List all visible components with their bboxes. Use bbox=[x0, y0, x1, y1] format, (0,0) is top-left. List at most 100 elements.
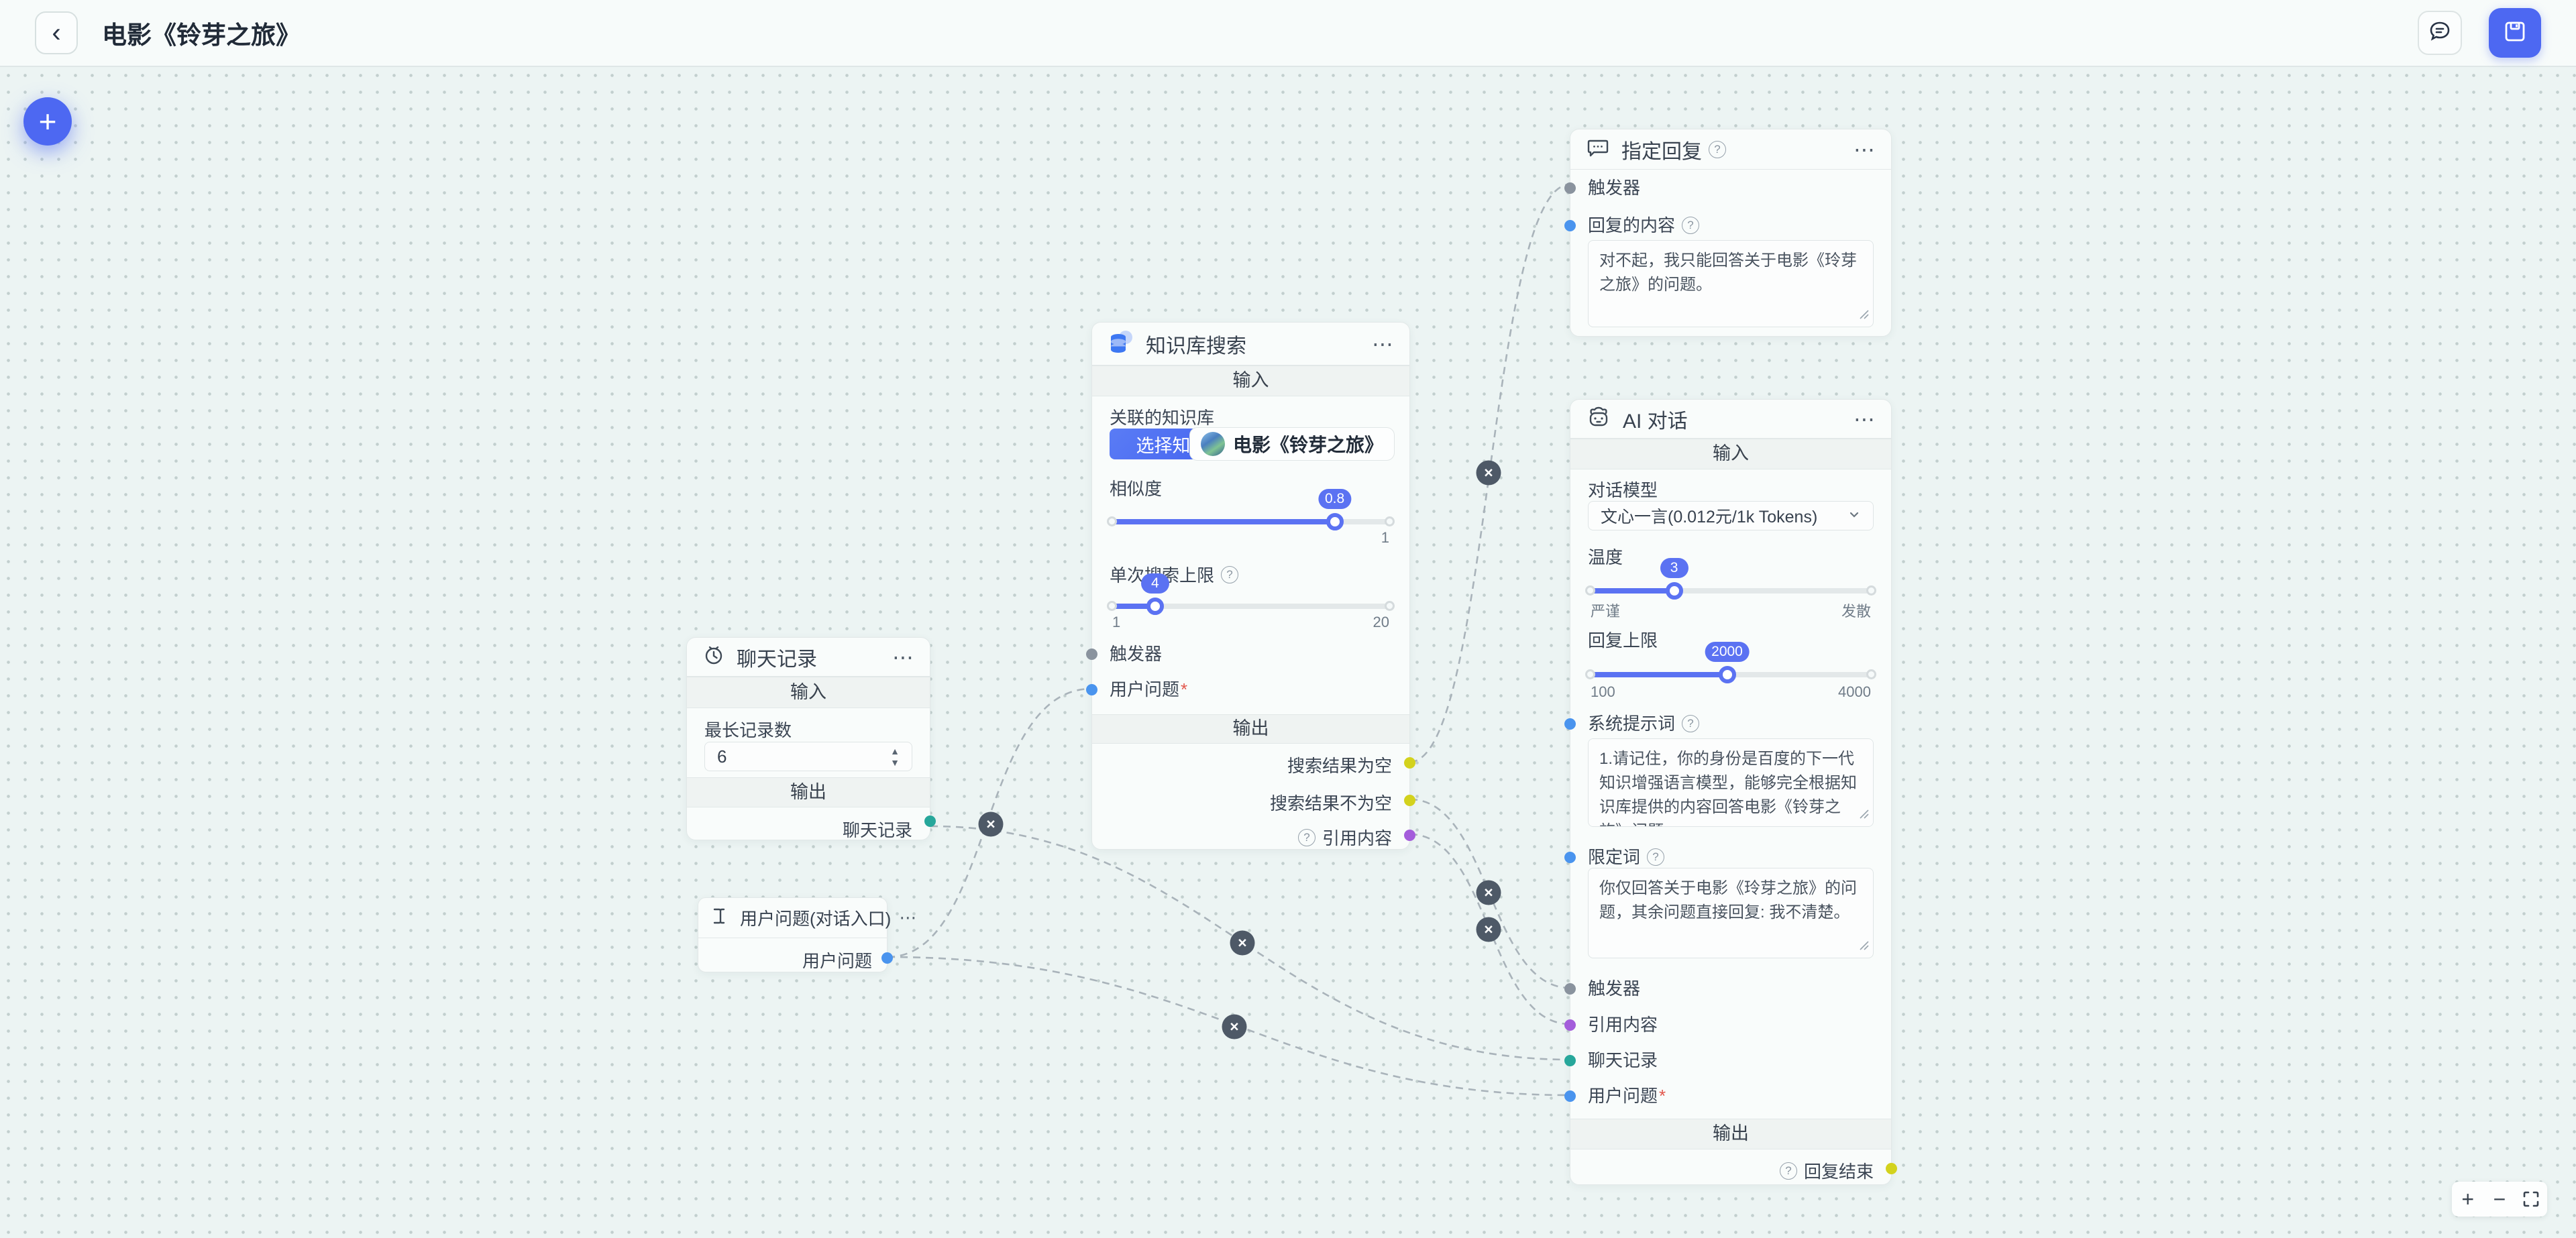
similarity-value-badge: 0.8 bbox=[1318, 489, 1352, 509]
reply-content-textarea[interactable]: 对不起，我只能回答关于电影《玲芽之旅》的问题。 bbox=[1588, 240, 1874, 327]
kb-chip-label: 电影《铃芽之旅》 bbox=[1232, 435, 1383, 455]
search-limit-slider[interactable]: 4 bbox=[1107, 573, 1395, 615]
similarity-slider-handle[interactable]: 0.8 bbox=[1318, 489, 1352, 530]
node-menu-button[interactable]: ⋯ bbox=[1854, 137, 1876, 162]
port-reply-content-in[interactable] bbox=[1564, 220, 1576, 231]
node-kb-search-header[interactable]: 知识库搜索 ⋯ bbox=[1092, 323, 1409, 365]
delete-connection-button[interactable]: × bbox=[1476, 460, 1501, 486]
output-label: 用户问题 bbox=[802, 951, 872, 971]
port-ai-system-prompt-in[interactable] bbox=[1564, 718, 1576, 730]
output-label: ? 引用内容 bbox=[1297, 825, 1392, 850]
help-icon[interactable]: ? bbox=[1221, 565, 1239, 583]
similarity-slider[interactable]: 0.8 bbox=[1107, 489, 1395, 530]
node-user-question: 用户问题(对话入口) ⋯ 用户问题 bbox=[698, 897, 916, 972]
chat-bubble-icon bbox=[2427, 19, 2453, 48]
reply-content-row: 回复的内容 ? bbox=[1564, 212, 1891, 239]
kb-chip[interactable]: 电影《铃芽之旅》 bbox=[1189, 427, 1395, 461]
node-title: 指定回复 ? bbox=[1621, 135, 1843, 164]
port-ai-reference-in[interactable] bbox=[1564, 1019, 1576, 1031]
trigger-input-row: 触发器 bbox=[1564, 174, 1891, 201]
port-kb-trigger-in[interactable] bbox=[1086, 649, 1097, 660]
delete-connection-button[interactable]: × bbox=[1476, 917, 1501, 942]
delete-connection-button[interactable]: × bbox=[1476, 880, 1501, 905]
port-ai-qualifier-in[interactable] bbox=[1564, 852, 1576, 863]
stepper-up-icon[interactable]: ▲ bbox=[890, 745, 900, 756]
port-kb-empty-out[interactable] bbox=[1404, 757, 1415, 769]
port-ai-history-in[interactable] bbox=[1564, 1055, 1576, 1066]
port-user-question-out[interactable] bbox=[881, 952, 893, 964]
help-icon[interactable]: ? bbox=[1709, 140, 1726, 158]
port-kb-question-in[interactable] bbox=[1086, 684, 1097, 695]
fit-view-button[interactable] bbox=[2518, 1183, 2544, 1215]
help-icon[interactable]: ? bbox=[1779, 1162, 1797, 1180]
port-kb-reference-out[interactable] bbox=[1404, 830, 1415, 841]
port-reply-trigger-in[interactable] bbox=[1564, 182, 1576, 194]
back-button[interactable]: ‹ bbox=[35, 11, 78, 54]
search-limit-label: 单次搜索上限 ? bbox=[1092, 562, 1409, 587]
stepper-down-icon[interactable]: ▼ bbox=[890, 756, 900, 768]
reply-limit-slider[interactable]: 2000 bbox=[1585, 642, 1876, 683]
help-icon[interactable]: ? bbox=[1647, 848, 1665, 866]
zoom-out-button[interactable]: − bbox=[2493, 1186, 2506, 1211]
help-icon[interactable]: ? bbox=[1682, 715, 1700, 732]
user-question-input-row: 用户问题* bbox=[1564, 1082, 1891, 1109]
node-menu-button[interactable]: ⋯ bbox=[1854, 406, 1876, 431]
system-prompt-label: 系统提示词 ? bbox=[1570, 710, 1891, 737]
reply-bubble-icon bbox=[1585, 135, 1611, 164]
output-row-reply-end: ? 回复结束 bbox=[1570, 1155, 1897, 1183]
model-select[interactable]: 文心一言(0.012元/1k Tokens) bbox=[1588, 501, 1874, 530]
output-section-header: 输出 bbox=[1092, 714, 1409, 744]
reference-input-row: 引用内容 bbox=[1564, 1011, 1891, 1038]
help-icon[interactable]: ? bbox=[1297, 828, 1316, 846]
text-cursor-icon bbox=[709, 905, 732, 931]
chevron-down-icon bbox=[1847, 506, 1861, 526]
node-title: 用户问题(对话入口) bbox=[740, 909, 892, 929]
qualifier-textarea[interactable]: 你仅回答关于电影《玲芽之旅》的问题，其余问题直接回复: 我不清楚。 bbox=[1588, 868, 1874, 958]
output-row-user-question: 用户问题 bbox=[698, 944, 893, 971]
flow-canvas[interactable]: × × × × × × + 聊天记录 ⋯ 输入 最长记录数 6 ▲ ▼ 输出 聊… bbox=[0, 67, 2576, 1238]
delete-connection-button[interactable]: × bbox=[978, 811, 1004, 837]
node-ai-chat: AI 对话 ⋯ 输入 对话模型 文心一言(0.012元/1k Tokens) 温… bbox=[1564, 399, 1897, 1185]
port-ai-reply-end-out[interactable] bbox=[1886, 1163, 1897, 1174]
node-chat-history-header[interactable]: 聊天记录 ⋯ bbox=[687, 638, 930, 677]
zoom-in-button[interactable]: + bbox=[2461, 1186, 2474, 1211]
port-chat-history-out[interactable] bbox=[924, 815, 936, 827]
node-fixed-reply-header[interactable]: 指定回复 ? ⋯ bbox=[1570, 129, 1891, 170]
delete-connection-button[interactable]: × bbox=[1222, 1014, 1247, 1039]
qualifier-label: 限定词 ? bbox=[1570, 844, 1891, 870]
system-prompt-field: 1.请记住，你的身份是百度的下一代知识增强语言模型，能够完全根据知识库提供的内容… bbox=[1588, 738, 1874, 827]
max-records-input[interactable]: 6 ▲ ▼ bbox=[704, 742, 912, 771]
trigger-label: 触发器 bbox=[1588, 178, 1641, 198]
node-menu-button[interactable]: ⋯ bbox=[892, 644, 915, 669]
temperature-label: 温度 bbox=[1588, 547, 1623, 567]
node-ai-chat-header[interactable]: AI 对话 ⋯ bbox=[1570, 400, 1891, 439]
output-label: ? 回复结束 bbox=[1779, 1158, 1874, 1183]
node-menu-button[interactable]: ⋯ bbox=[899, 907, 918, 927]
node-user-question-header[interactable]: 用户问题(对话入口) ⋯ bbox=[698, 898, 916, 938]
output-label: 聊天记录 bbox=[842, 820, 912, 840]
reply-limit-slider-handle[interactable]: 2000 bbox=[1705, 642, 1750, 683]
user-question-label: 用户问题* bbox=[1570, 1082, 1891, 1109]
add-node-button[interactable]: + bbox=[23, 97, 72, 146]
node-menu-button[interactable]: ⋯ bbox=[1372, 331, 1395, 356]
search-limit-min-label: 1 bbox=[1112, 614, 1121, 630]
chat-preview-button[interactable] bbox=[2418, 11, 2462, 55]
output-row-not-empty: 搜索结果不为空 bbox=[1092, 787, 1415, 813]
app-bar: ‹ 电影《铃芽之旅》 bbox=[0, 0, 2576, 67]
port-ai-trigger-in[interactable] bbox=[1564, 983, 1576, 995]
temperature-slider[interactable]: 3 bbox=[1585, 558, 1876, 600]
qualifier-field: 你仅回答关于电影《玲芽之旅》的问题，其余问题直接回复: 我不清楚。 bbox=[1588, 868, 1874, 958]
temperature-slider-handle[interactable]: 3 bbox=[1660, 558, 1688, 600]
similarity-label: 相似度 bbox=[1110, 479, 1163, 499]
search-limit-slider-handle[interactable]: 4 bbox=[1140, 573, 1169, 615]
save-button[interactable] bbox=[2489, 8, 2541, 58]
qualifier-row: 限定词 ? bbox=[1564, 844, 1891, 870]
port-ai-question-in[interactable] bbox=[1564, 1090, 1576, 1102]
port-kb-not-empty-out[interactable] bbox=[1404, 795, 1415, 806]
delete-connection-button[interactable]: × bbox=[1230, 930, 1255, 956]
knowledge-base-icon bbox=[1107, 328, 1135, 359]
output-section-header: 输出 bbox=[1570, 1119, 1891, 1149]
required-mark: * bbox=[1659, 1086, 1666, 1106]
help-icon[interactable]: ? bbox=[1682, 217, 1700, 234]
system-prompt-textarea[interactable]: 1.请记住，你的身份是百度的下一代知识增强语言模型，能够完全根据知识库提供的内容… bbox=[1588, 738, 1874, 827]
